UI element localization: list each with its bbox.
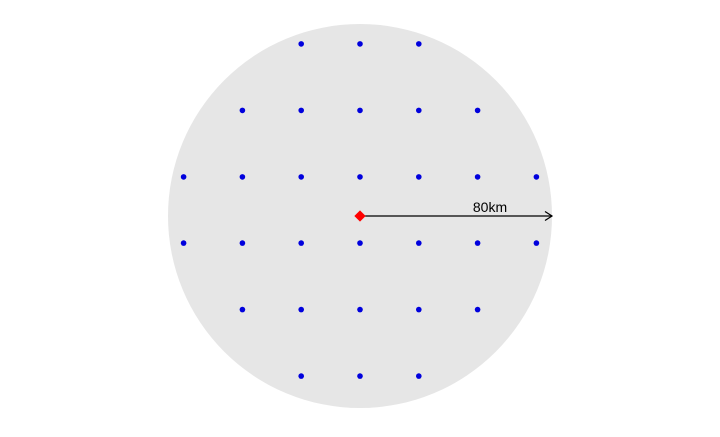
radius-arrow-head [544, 210, 554, 222]
grid-point [416, 240, 422, 246]
grid-point [416, 373, 422, 379]
grid-point [180, 174, 187, 180]
grid-point [416, 41, 422, 47]
radius-label: 80km [473, 199, 507, 215]
grid-point [298, 174, 305, 180]
grid-point [474, 240, 481, 246]
grid-point [239, 174, 246, 180]
grid-point [357, 240, 363, 246]
grid-point [416, 107, 422, 114]
grid-points [180, 41, 540, 379]
grid-point [357, 306, 363, 313]
grid-point [357, 107, 363, 114]
grid-point [416, 306, 422, 313]
grid-point [357, 373, 363, 379]
grid-point [474, 174, 481, 180]
grid-point [298, 107, 305, 114]
grid-point [357, 41, 363, 47]
grid-point [474, 306, 481, 313]
grid-point [533, 240, 540, 246]
grid-point [239, 240, 246, 246]
center-marker [354, 210, 366, 222]
grid-point [533, 174, 540, 180]
grid-point [298, 240, 305, 246]
grid-point [357, 174, 363, 180]
grid-point [239, 306, 246, 313]
grid-point [298, 306, 305, 313]
grid-point [416, 174, 422, 180]
grid-point [298, 373, 305, 379]
grid-point [298, 41, 305, 47]
grid-point [239, 107, 246, 114]
grid-point [180, 240, 187, 246]
grid-point [474, 107, 481, 114]
